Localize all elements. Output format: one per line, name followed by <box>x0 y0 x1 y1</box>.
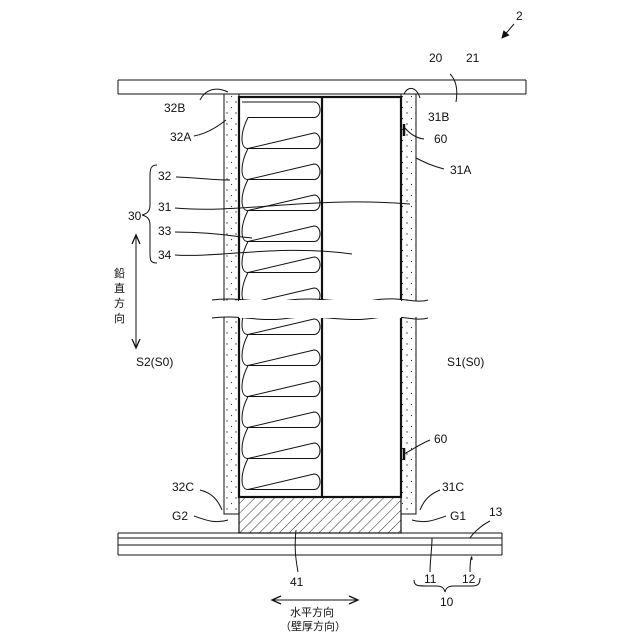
brace-30 <box>142 165 157 263</box>
wall-thickness-label: （壁厚方向） <box>280 619 346 633</box>
vertical-char-2: 直 <box>114 281 125 295</box>
label-g2: G2 <box>172 509 188 523</box>
label-60-bottom: 60 <box>434 432 448 446</box>
label-41: 41 <box>290 575 304 589</box>
bottom-block-41 <box>239 497 401 533</box>
label-s1: S1(S0) <box>447 355 484 369</box>
label-13: 13 <box>489 505 503 519</box>
figure-arrow <box>502 24 514 38</box>
label-33: 33 <box>158 224 172 238</box>
label-32: 32 <box>158 169 172 183</box>
vertical-char-1: 鉛 <box>114 266 125 280</box>
label-32A: 32A <box>170 130 191 144</box>
label-g1: G1 <box>450 509 466 523</box>
label-31C: 31C <box>442 480 464 494</box>
label-11: 11 <box>424 572 437 586</box>
label-31A: 31A <box>450 163 471 177</box>
label-s2: S2(S0) <box>136 355 173 369</box>
top-slab <box>118 80 526 94</box>
break-lines <box>212 299 428 320</box>
vertical-char-4: 向 <box>114 311 125 325</box>
label-21: 21 <box>466 51 480 65</box>
label-12: 12 <box>462 572 476 586</box>
floor-slab <box>118 533 502 555</box>
insulation-33 <box>242 102 320 490</box>
figure-number: 2 <box>516 9 523 23</box>
label-34: 34 <box>158 248 172 262</box>
label-30: 30 <box>128 209 142 223</box>
label-20: 20 <box>429 51 443 65</box>
vertical-char-3: 方 <box>114 296 125 310</box>
label-31: 31 <box>158 200 172 214</box>
label-10: 10 <box>440 595 454 609</box>
label-32C: 32C <box>172 480 194 494</box>
label-32B: 32B <box>164 101 185 115</box>
label-60-top: 60 <box>434 132 448 146</box>
label-31B: 31B <box>428 110 449 124</box>
horizontal-direction-label: 水平方向 <box>290 605 334 619</box>
